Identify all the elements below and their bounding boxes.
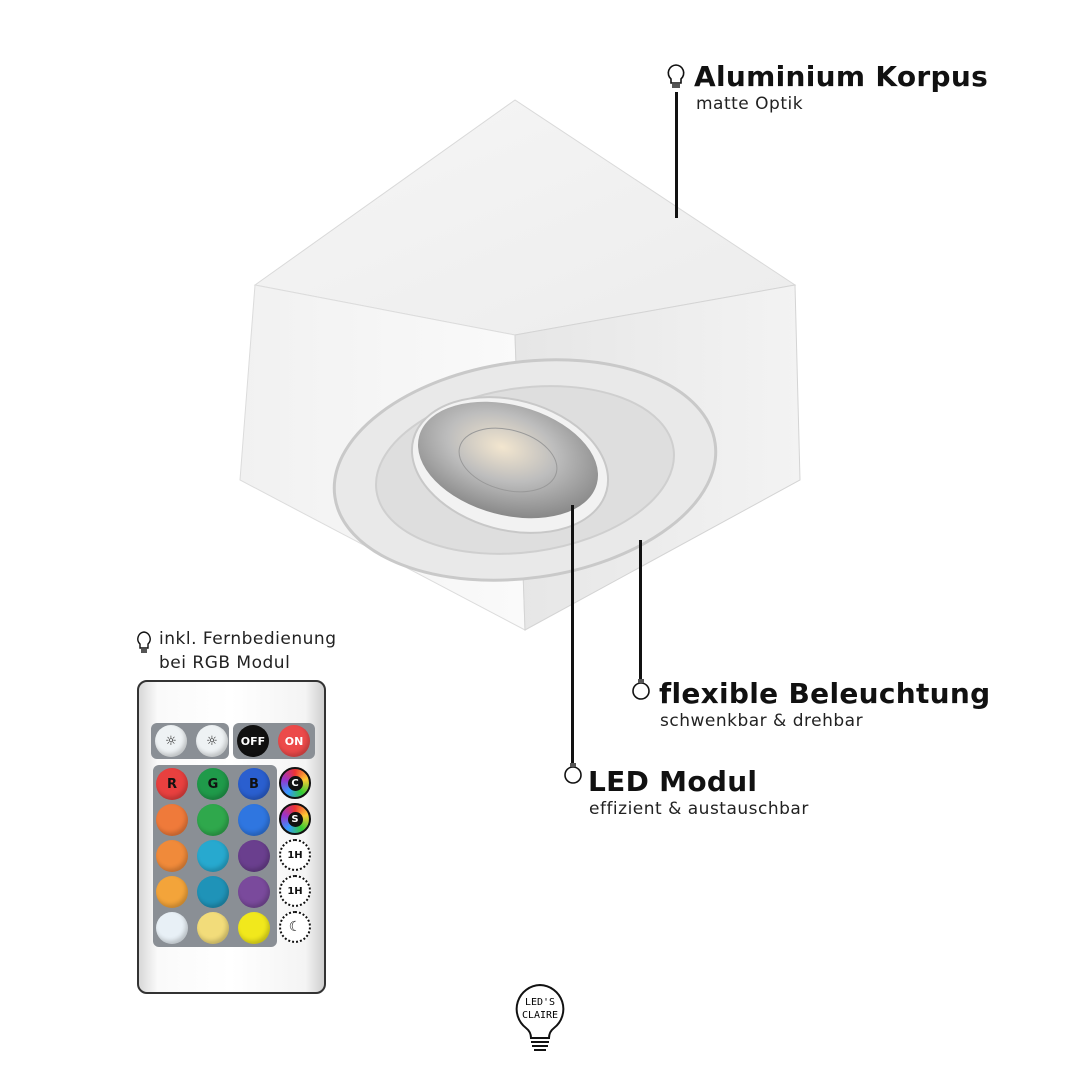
timer-button: 1H [279, 839, 311, 871]
callout-line-led [571, 505, 574, 765]
remote-note-line1: inkl. Fernbedienung [159, 629, 337, 649]
color-cycle-button: C [279, 767, 311, 799]
color-button [156, 840, 188, 872]
color-button: B [238, 768, 270, 800]
led-title: LED Modul [588, 765, 758, 798]
color-button [238, 876, 270, 908]
remote-note-line2: bei RGB Modul [159, 653, 291, 673]
svg-text:CLAIRE: CLAIRE [522, 1010, 558, 1021]
leds-claire-logo: LED'S CLAIRE [515, 983, 565, 1051]
color-button [156, 804, 188, 836]
smooth-button: S [279, 803, 311, 835]
bulb-icon [564, 763, 582, 784]
off-button: OFF [237, 725, 269, 757]
color-button [197, 912, 229, 944]
svg-text:LED'S: LED'S [525, 997, 555, 1008]
color-button [197, 804, 229, 836]
bulb-icon [137, 631, 151, 653]
s-label: S [287, 811, 303, 827]
brightness-down-button: ☼ [196, 725, 228, 757]
body-title: Aluminium Korpus [694, 60, 989, 93]
bulb-icon [632, 679, 650, 700]
color-button [156, 876, 188, 908]
color-button: R [156, 768, 188, 800]
body-subtitle: matte Optik [696, 94, 804, 114]
night-mode-button: ☾ [279, 911, 311, 943]
color-button: G [197, 768, 229, 800]
bulb-icon [667, 64, 685, 88]
callout-line-body [675, 92, 678, 218]
led-subtitle: effizient & austauschbar [589, 799, 809, 819]
color-button [156, 912, 188, 944]
color-button [238, 804, 270, 836]
flex-subtitle: schwenkbar & drehbar [660, 711, 864, 731]
color-button [197, 876, 229, 908]
on-button: ON [278, 725, 310, 757]
callout-line-flex [639, 540, 642, 680]
timer-24h-button: 1H [279, 875, 311, 907]
brightness-up-button: ☼ [155, 725, 187, 757]
color-button [238, 912, 270, 944]
color-button [197, 840, 229, 872]
c-label: C [287, 775, 303, 791]
color-button [238, 840, 270, 872]
flex-title: flexible Beleuchtung [659, 677, 991, 710]
